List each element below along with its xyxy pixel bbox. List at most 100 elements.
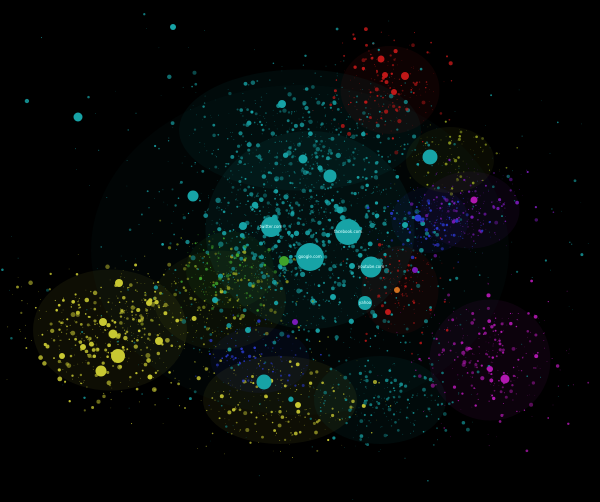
graph-node xyxy=(438,163,440,165)
graph-node xyxy=(89,338,92,340)
graph-node xyxy=(427,202,431,205)
graph-node xyxy=(458,236,459,238)
graph-node xyxy=(202,250,204,251)
graph-node xyxy=(476,194,478,196)
graph-node xyxy=(518,189,520,190)
graph-node xyxy=(381,397,382,399)
graph-node xyxy=(427,407,428,408)
graph-node xyxy=(386,277,388,279)
graph-node xyxy=(368,116,372,119)
graph-node xyxy=(426,83,428,86)
graph-node xyxy=(291,209,293,211)
graph-node xyxy=(459,235,462,238)
hub-node-youtube[interactable]: youtube.com xyxy=(358,256,384,278)
graph-node xyxy=(291,330,295,334)
graph-node xyxy=(212,297,218,303)
graph-node xyxy=(145,308,149,312)
hub-node-facebook[interactable]: facebook.com xyxy=(334,219,362,245)
graph-node xyxy=(473,168,475,169)
graph-node xyxy=(278,176,280,178)
graph-node xyxy=(253,372,255,374)
hub-node-yahoo[interactable]: yahoo xyxy=(358,296,372,310)
graph-node xyxy=(411,292,413,293)
graph-node xyxy=(240,309,241,311)
graph-node xyxy=(526,169,528,171)
graph-node xyxy=(146,358,151,363)
graph-node xyxy=(487,277,489,279)
graph-node xyxy=(321,231,327,237)
graph-node xyxy=(506,324,508,326)
graph-node xyxy=(463,362,465,363)
graph-node xyxy=(411,156,413,158)
graph-node xyxy=(325,318,326,320)
graph-node xyxy=(303,295,306,298)
graph-node xyxy=(43,342,47,347)
graph-node xyxy=(21,286,22,288)
graph-node xyxy=(392,387,395,390)
graph-node xyxy=(261,128,265,132)
graph-node xyxy=(396,212,398,215)
graph-node xyxy=(399,382,403,387)
graph-node xyxy=(379,141,382,144)
graph-node xyxy=(207,208,209,210)
graph-node xyxy=(440,402,444,406)
graph-node xyxy=(397,300,399,302)
graph-node xyxy=(65,325,67,326)
graph-node xyxy=(414,236,417,238)
graph-node xyxy=(280,319,283,322)
graph-node xyxy=(322,281,326,284)
graph-node xyxy=(429,313,431,315)
graph-node xyxy=(467,219,469,220)
graph-node xyxy=(425,112,427,114)
graph-node xyxy=(393,389,396,392)
graph-node xyxy=(153,343,154,345)
graph-node xyxy=(467,233,469,235)
graph-node xyxy=(498,198,502,202)
graph-node xyxy=(342,260,344,262)
graph-node xyxy=(336,75,338,77)
graph-node xyxy=(359,434,364,438)
graph-node xyxy=(467,190,471,193)
graph-node xyxy=(243,360,246,362)
graph-node xyxy=(108,353,109,354)
graph-node xyxy=(494,338,497,341)
graph-node xyxy=(399,411,401,413)
graph-node xyxy=(447,402,451,406)
graph-node xyxy=(365,195,367,196)
graph-node xyxy=(399,137,401,138)
graph-node xyxy=(418,165,420,167)
graph-node xyxy=(17,277,19,278)
graph-node xyxy=(316,389,318,391)
graph-node xyxy=(420,241,422,243)
graph-node xyxy=(395,144,396,145)
graph-node xyxy=(396,128,399,131)
graph-node xyxy=(251,256,256,261)
graph-node xyxy=(348,91,350,92)
graph-node xyxy=(287,171,289,172)
graph-node xyxy=(477,180,479,182)
graph-node xyxy=(348,357,350,359)
graph-node xyxy=(278,410,282,414)
graph-node xyxy=(295,402,301,408)
hub-node-twitter[interactable]: twitter.com xyxy=(260,217,283,237)
graph-node xyxy=(280,159,282,161)
graph-node xyxy=(243,236,246,239)
graph-node xyxy=(230,213,232,215)
graph-node xyxy=(71,348,73,350)
hub-node-google[interactable]: google.com xyxy=(296,243,324,271)
graph-node xyxy=(193,337,195,339)
graph-node xyxy=(373,222,375,224)
graph-node xyxy=(320,389,321,391)
graph-node xyxy=(318,304,321,307)
graph-node xyxy=(234,387,236,388)
graph-node xyxy=(313,316,314,318)
graph-node xyxy=(71,374,74,377)
graph-node xyxy=(426,175,427,176)
graph-node xyxy=(224,303,225,305)
graph-node xyxy=(414,257,417,259)
graph-node xyxy=(500,330,503,333)
graph-node xyxy=(419,236,422,239)
graph-node xyxy=(199,248,201,250)
graph-node xyxy=(179,318,183,322)
graph-node xyxy=(344,205,346,207)
